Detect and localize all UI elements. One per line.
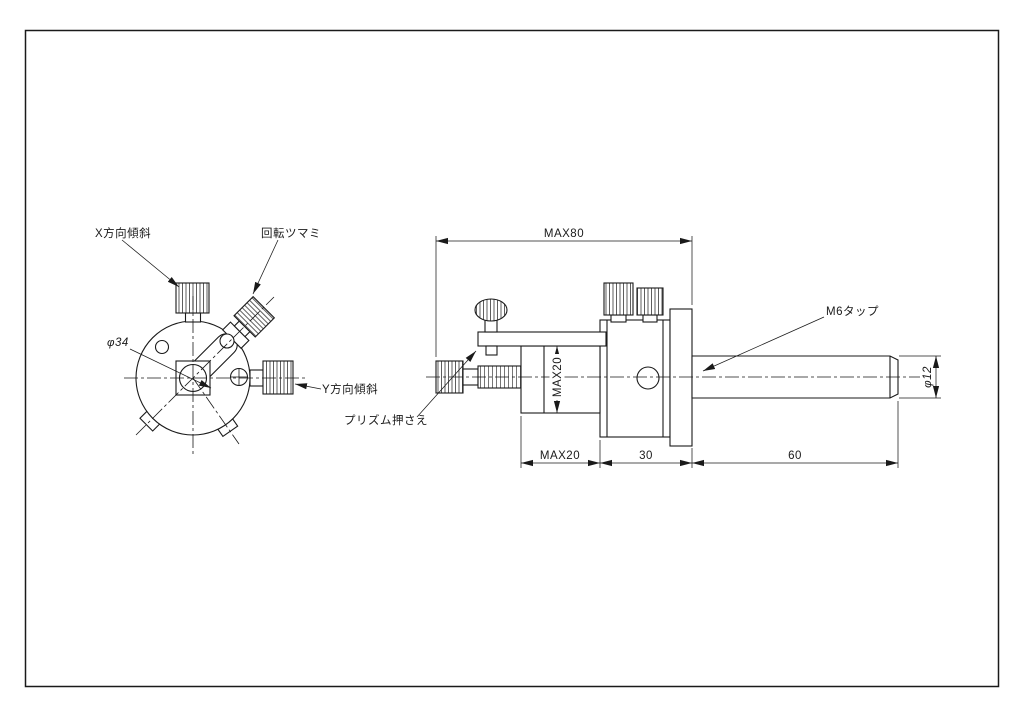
- label-prism-clamp: プリズム押さえ: [344, 413, 428, 427]
- dim-30: 30: [639, 450, 653, 462]
- dim-max20-vertical: MAX20: [552, 357, 564, 397]
- presser-screw: [474, 298, 508, 333]
- arm-screw-hole: [219, 333, 235, 349]
- knob-y-tilt: [249, 360, 294, 395]
- face-hole: [154, 339, 170, 355]
- front-center-lines: [124, 296, 306, 456]
- dim-max20-vertical-group: MAX20: [549, 346, 565, 413]
- flange: [669, 308, 693, 447]
- body-knob-left: [603, 282, 634, 323]
- side-view: MAX80 MAX20 MAX20 30 60 φ12: [344, 228, 941, 468]
- phillips-screw: [229, 367, 249, 387]
- dim-max80-group: MAX80: [435, 228, 693, 357]
- dim-max20-bottom: MAX20: [540, 450, 580, 462]
- leader-phi34: [129, 348, 212, 389]
- leader-m6-tap: [702, 316, 825, 372]
- dim-phi12-group: φ12: [899, 355, 941, 399]
- knob-x-tilt: [175, 282, 210, 323]
- leader-rotation-knob: [252, 239, 279, 295]
- leader-x-tilt: [121, 239, 180, 288]
- label-x-tilt: X方向傾斜: [95, 226, 151, 240]
- dim-60: 60: [788, 450, 802, 462]
- label-y-tilt: Y方向傾斜: [322, 382, 378, 396]
- drawing-border-frame: [24, 29, 1000, 688]
- dim-max80: MAX80: [544, 228, 584, 240]
- clamp-bar: [477, 331, 607, 356]
- label-m6-tap: M6タップ: [826, 305, 879, 318]
- label-rotation-knob: 回転ツマミ: [261, 227, 321, 240]
- body-knob-right: [636, 287, 664, 323]
- leader-prism-clamp: [416, 350, 477, 418]
- dim-phi34: φ34: [107, 337, 129, 349]
- dim-phi12: φ12: [922, 366, 934, 388]
- body-side-hole: [636, 366, 660, 390]
- leader-y-tilt: [294, 383, 322, 390]
- dim-bottom-group: MAX20 30 60: [520, 401, 899, 468]
- front-view: X方向傾斜 回転ツマミ φ34 Y方向傾斜: [95, 226, 378, 456]
